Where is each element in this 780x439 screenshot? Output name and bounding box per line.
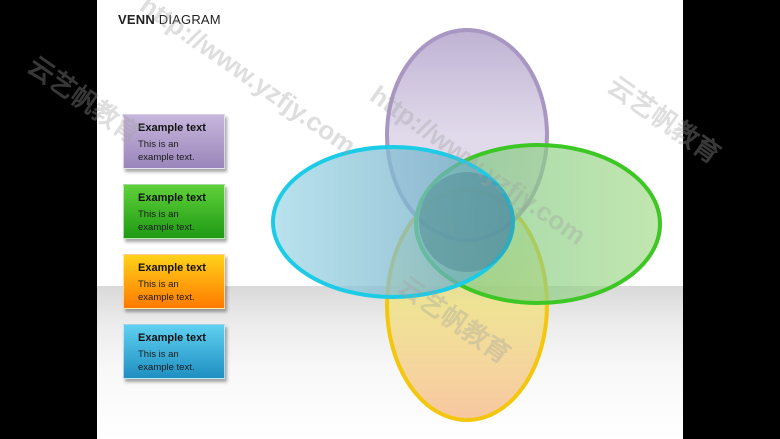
legend-card-green: Example text This is an example text. [123, 184, 225, 239]
legend-card-purple: Example text This is an example text. [123, 114, 225, 169]
slide-title-bold: VENN [118, 12, 155, 27]
venn-diagram [271, 28, 662, 422]
legend-card-orange: Example text This is an example text. [123, 254, 225, 309]
legend-card-body: This is an example text. [138, 279, 195, 303]
legend-card-heading: Example text [138, 332, 206, 344]
legend-card-heading: Example text [138, 122, 206, 134]
venn-center-overlap [419, 172, 515, 272]
legend-card-heading: Example text [138, 262, 206, 274]
legend-card-body: This is an example text. [138, 209, 195, 233]
slide-title-rest: DIAGRAM [154, 12, 221, 27]
legend-card-body: This is an example text. [138, 349, 195, 373]
left-letterbox [0, 0, 97, 439]
slide-title: VENN DIAGRAM [118, 12, 221, 27]
legend-card-cyan: Example text This is an example text. [123, 324, 225, 379]
slide-canvas: VENN DIAGRAM Example text This is an exa… [97, 0, 683, 439]
legend-card-heading: Example text [138, 192, 206, 204]
venn-ellipse-cyan [271, 145, 515, 299]
right-letterbox [683, 0, 780, 439]
legend-card-body: This is an example text. [138, 139, 195, 163]
